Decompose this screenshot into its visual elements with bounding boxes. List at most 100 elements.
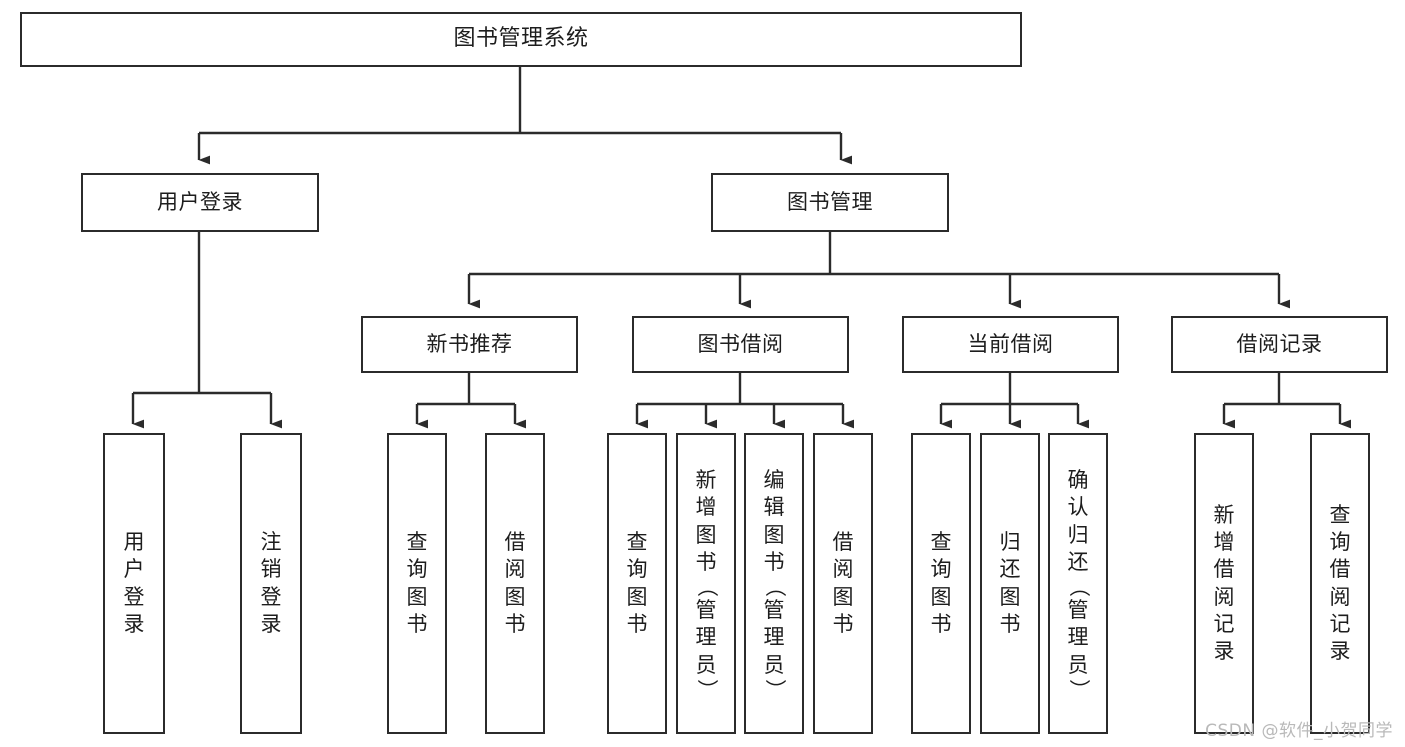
vertical-char: 员 xyxy=(1067,652,1089,677)
leaf-borrow-book-borrow[interactable]: 借阅图书 xyxy=(813,433,873,734)
node-user-login-label: 用户登录 xyxy=(157,189,243,214)
watermark-text: CSDN @软件_小贺同学 xyxy=(1205,721,1393,741)
node-book-borrow[interactable]: 图书借阅 xyxy=(632,316,849,373)
vertical-char: 新 xyxy=(1213,502,1235,527)
vertical-char: 还 xyxy=(999,557,1021,582)
vertical-char: 员 xyxy=(695,652,717,677)
vertical-char: 归 xyxy=(999,529,1021,554)
vertical-char: ） xyxy=(762,679,787,701)
vertical-char: 阅 xyxy=(1329,584,1351,609)
vertical-char: 销 xyxy=(260,557,282,582)
leaf-current-borrow-return-label: 归还图书 xyxy=(1000,529,1021,638)
vertical-char: 确 xyxy=(1067,467,1089,492)
vertical-char: 书 xyxy=(999,611,1021,636)
vertical-char: 书 xyxy=(930,611,952,636)
vertical-char: 书 xyxy=(695,549,717,574)
vertical-char: 阅 xyxy=(832,557,854,582)
vertical-char: 管 xyxy=(763,598,785,623)
vertical-char: 借 xyxy=(832,529,854,554)
node-book-borrow-label: 图书借阅 xyxy=(697,331,784,356)
vertical-char: 查 xyxy=(406,529,428,554)
vertical-char: 录 xyxy=(1329,639,1351,664)
vertical-char: 理 xyxy=(695,625,717,650)
vertical-char: 询 xyxy=(930,557,952,582)
vertical-char: 户 xyxy=(123,557,145,582)
leaf-new-book-borrow[interactable]: 借阅图书 xyxy=(485,433,545,734)
node-new-book-recommend-label: 新书推荐 xyxy=(426,331,513,356)
vertical-char: 书 xyxy=(832,611,854,636)
node-borrow-record-label: 借阅记录 xyxy=(1236,331,1323,356)
vertical-char: 图 xyxy=(999,584,1021,609)
vertical-char: 管 xyxy=(1067,598,1089,623)
vertical-char: 阅 xyxy=(1213,584,1235,609)
vertical-char: 员 xyxy=(763,652,785,677)
leaf-borrow-record-add-label: 新增借阅记录 xyxy=(1214,502,1235,666)
vertical-char: 录 xyxy=(123,611,145,636)
leaf-current-borrow-query-label: 查询图书 xyxy=(931,529,952,638)
vertical-char: 增 xyxy=(1213,529,1235,554)
node-new-book-recommend[interactable]: 新书推荐 xyxy=(361,316,578,373)
leaf-current-borrow-return[interactable]: 归还图书 xyxy=(980,433,1040,734)
leaf-borrow-record-query-label: 查询借阅记录 xyxy=(1330,502,1351,666)
leaf-user-login-login[interactable]: 用户登录 xyxy=(103,433,165,734)
vertical-char: 管 xyxy=(695,598,717,623)
vertical-char: 书 xyxy=(626,611,648,636)
vertical-char: 询 xyxy=(626,557,648,582)
vertical-char: 借 xyxy=(1213,557,1235,582)
vertical-char: 编 xyxy=(763,467,785,492)
leaf-new-book-query-label: 查询图书 xyxy=(407,529,428,638)
vertical-char: （ xyxy=(762,576,787,598)
vertical-char: 录 xyxy=(1213,639,1235,664)
vertical-char: 还 xyxy=(1067,549,1089,574)
vertical-char: 辑 xyxy=(763,495,785,520)
vertical-char: 图 xyxy=(626,584,648,609)
vertical-char: 书 xyxy=(406,611,428,636)
leaf-borrow-book-borrow-label: 借阅图书 xyxy=(833,529,854,638)
vertical-char: 图 xyxy=(832,584,854,609)
vertical-char: 查 xyxy=(626,529,648,554)
leaf-current-borrow-confirm[interactable]: 确认归还（管理员） xyxy=(1048,433,1108,734)
vertical-char: 借 xyxy=(1329,557,1351,582)
leaf-current-borrow-query[interactable]: 查询图书 xyxy=(911,433,971,734)
vertical-char: 记 xyxy=(1329,611,1351,636)
vertical-char: 增 xyxy=(695,495,717,520)
vertical-char: 理 xyxy=(1067,625,1089,650)
vertical-char: 书 xyxy=(504,611,526,636)
leaf-borrow-book-add-label: 新增图书（管理员） xyxy=(694,467,719,700)
vertical-char: 理 xyxy=(763,625,785,650)
node-user-login[interactable]: 用户登录 xyxy=(81,173,319,232)
vertical-char: 书 xyxy=(763,549,785,574)
node-book-management-label: 图书管理 xyxy=(787,189,873,214)
vertical-char: 登 xyxy=(260,584,282,609)
leaf-borrow-book-add[interactable]: 新增图书（管理员） xyxy=(676,433,736,734)
vertical-char: （ xyxy=(694,576,719,598)
leaf-user-login-logout[interactable]: 注销登录 xyxy=(240,433,302,734)
vertical-char: 图 xyxy=(695,522,717,547)
node-current-borrow-label: 当前借阅 xyxy=(967,331,1054,356)
leaf-user-login-login-label: 用户登录 xyxy=(124,529,145,638)
leaf-borrow-book-query[interactable]: 查询图书 xyxy=(607,433,667,734)
vertical-char: 借 xyxy=(504,529,526,554)
vertical-char: 图 xyxy=(406,584,428,609)
leaf-new-book-borrow-label: 借阅图书 xyxy=(505,529,526,638)
node-borrow-record[interactable]: 借阅记录 xyxy=(1171,316,1388,373)
node-book-management[interactable]: 图书管理 xyxy=(711,173,949,232)
leaf-borrow-record-query[interactable]: 查询借阅记录 xyxy=(1310,433,1370,734)
node-current-borrow[interactable]: 当前借阅 xyxy=(902,316,1119,373)
vertical-char: 注 xyxy=(260,529,282,554)
vertical-char: 记 xyxy=(1213,611,1235,636)
leaf-borrow-book-edit[interactable]: 编辑图书（管理员） xyxy=(744,433,804,734)
vertical-char: 查 xyxy=(930,529,952,554)
vertical-char: ） xyxy=(1066,679,1091,701)
node-root-label: 图书管理系统 xyxy=(453,26,589,52)
vertical-char: 查 xyxy=(1329,502,1351,527)
vertical-char: 询 xyxy=(1329,529,1351,554)
vertical-char: （ xyxy=(1066,576,1091,598)
leaf-new-book-query[interactable]: 查询图书 xyxy=(387,433,447,734)
vertical-char: 询 xyxy=(406,557,428,582)
leaf-borrow-record-add[interactable]: 新增借阅记录 xyxy=(1194,433,1254,734)
vertical-char: 录 xyxy=(260,611,282,636)
node-root[interactable]: 图书管理系统 xyxy=(20,12,1022,67)
